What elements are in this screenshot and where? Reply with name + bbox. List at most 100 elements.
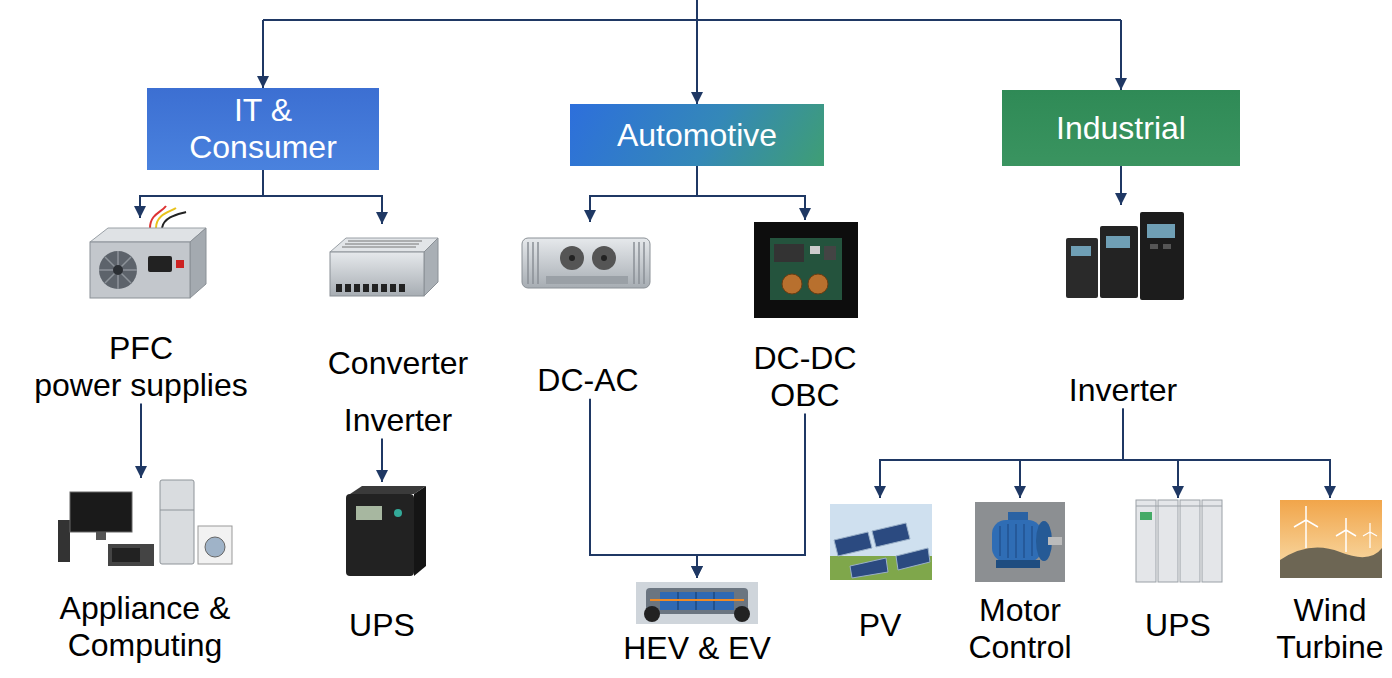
connector-arrow [140, 170, 263, 218]
connector-arrow [590, 166, 697, 222]
onboard-charger-picture [824, 246, 836, 260]
caption-text: UPS [312, 607, 452, 644]
wind-turbine-picture [1280, 500, 1382, 578]
converter-picture [336, 284, 342, 292]
ups-picture [346, 486, 426, 576]
ups-picture [414, 486, 426, 576]
solar-panel-picture [896, 548, 930, 570]
picture-node: Inverter [1033, 205, 1213, 409]
drive-inverter-picture [1100, 226, 1138, 298]
ups-picture [356, 506, 382, 520]
onboard-charger-picture [754, 222, 858, 318]
appliances-picture [160, 510, 194, 511]
converter-picture [330, 238, 438, 252]
ups-cabinet-picture [1140, 512, 1152, 520]
caption-text: PFC [10, 330, 272, 367]
drive-inverter-picture [1071, 246, 1091, 256]
power-supply-picture [99, 251, 137, 289]
picture-node: Appliance & Computing [25, 478, 265, 664]
caption-text: DC-DC [730, 340, 880, 377]
ups-cabinet-picture [1136, 506, 1222, 507]
appliances-picture [160, 480, 194, 564]
connector-arrow [880, 409, 1123, 498]
dc-ac-inverter-picture [528, 242, 644, 284]
picture-node: PV [825, 498, 935, 644]
onboard-charger-picture [770, 238, 842, 300]
appliances-picture [96, 532, 106, 540]
electric-motor-picture [1000, 524, 1032, 558]
converter-picture [381, 284, 387, 292]
picture-node: Wind Turbine [1272, 498, 1388, 666]
appliances-picture [108, 544, 154, 566]
electric-vehicle-picture [644, 606, 660, 622]
ups-picture [394, 509, 402, 517]
electric-vehicle-picture [734, 606, 750, 622]
connector-arrow [263, 170, 382, 224]
onboard-charger-picture [808, 274, 828, 294]
wind-turbine-picture [1336, 518, 1356, 552]
dc-ac-inverter-picture [546, 276, 628, 284]
category-label: IT & Consumer [178, 92, 348, 166]
appliances-picture [198, 526, 232, 564]
electric-motor-picture [975, 502, 1065, 582]
electric-vehicle-picture [636, 582, 758, 624]
category-label: Industrial [1056, 110, 1186, 147]
caption-text: Wind Turbine [1272, 592, 1388, 666]
converter-picture [330, 238, 438, 296]
drive-inverter-picture [1163, 244, 1171, 249]
connector-arrow [381, 439, 383, 482]
split-connector [696, 0, 698, 20]
drive-inverter-picture [1147, 224, 1175, 238]
converter-picture [399, 284, 405, 292]
wind-turbine-picture [1294, 506, 1318, 548]
solar-panel-picture [850, 558, 888, 578]
ups-picture [346, 494, 414, 576]
converter-picture [372, 284, 378, 292]
connector-arrow [1123, 409, 1330, 498]
category-box: IT & Consumer [147, 88, 379, 170]
electric-vehicle-picture [646, 588, 748, 614]
picture-node: DC-AC [513, 222, 663, 399]
solar-panel-picture [830, 504, 932, 580]
ups-cabinet-picture [1180, 500, 1200, 582]
split-connector [263, 19, 1121, 21]
converter-picture [342, 241, 422, 247]
onboard-charger-picture [782, 274, 802, 294]
picture-node: ConverterInverter [308, 224, 488, 439]
split-connector [263, 0, 1121, 104]
power-supply-picture [162, 212, 186, 228]
connector-arrow [1120, 166, 1122, 205]
dc-ac-inverter-picture [522, 238, 650, 288]
ups-cabinet-picture [1136, 500, 1222, 582]
drive-inverter-picture [1106, 236, 1130, 248]
power-supply-picture [148, 256, 172, 272]
caption-text: DC-AC [513, 362, 663, 399]
power-supply-picture [176, 260, 184, 268]
dc-ac-inverter-picture [569, 255, 575, 261]
solar-panel-picture [872, 523, 910, 547]
picture-node: UPS [1123, 498, 1233, 644]
converter-picture [345, 284, 351, 292]
picture-node: UPS [312, 482, 452, 644]
power-supply-picture [113, 265, 123, 275]
connector-arrow [1020, 409, 1123, 498]
electric-motor-picture [1048, 537, 1062, 545]
onboard-charger-picture [754, 222, 858, 318]
onboard-charger-picture [774, 244, 804, 262]
electric-motor-picture [992, 520, 1042, 562]
caption-text: power supplies [10, 367, 272, 404]
split-connector [262, 20, 264, 88]
connector-arrow [697, 414, 805, 578]
converter-picture [330, 252, 424, 296]
converter-picture [390, 284, 396, 292]
appliances-picture [205, 537, 225, 557]
electric-motor-picture [975, 502, 1065, 582]
category-label: Automotive [617, 117, 777, 154]
wind-turbine-picture [1363, 523, 1377, 548]
power-supply-picture [156, 208, 176, 228]
power-supply-picture [90, 206, 206, 298]
picture-node: PFCpower supplies [10, 218, 272, 404]
connector-arrow [140, 404, 142, 478]
connector-arrow [697, 166, 805, 220]
wind-turbine-picture [1280, 500, 1382, 578]
